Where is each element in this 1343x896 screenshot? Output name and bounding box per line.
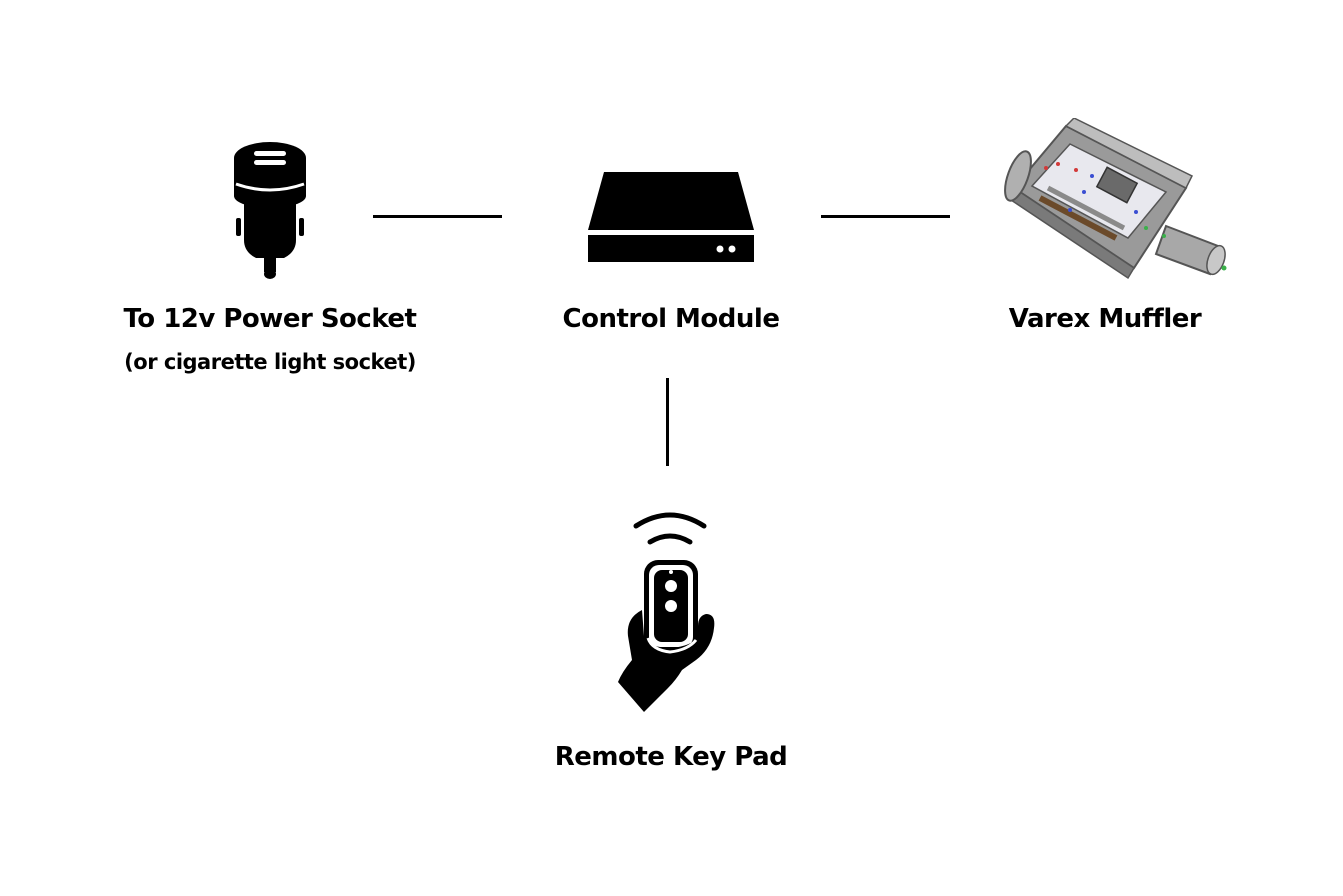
remote-key-pad-label: Remote Key Pad: [554, 742, 788, 772]
varex-muffler-label: Varex Muffler: [1008, 304, 1202, 334]
connector-control-to-remote: [666, 378, 669, 466]
power-socket-sublabel: (or cigarette light socket): [124, 350, 416, 374]
car-charger-icon: [234, 142, 306, 279]
control-box-icon: [588, 172, 754, 262]
hand-remote-icon: [618, 512, 715, 712]
control-module-label: Control Module: [562, 304, 780, 334]
connector-power-to-control: [373, 215, 502, 218]
connector-control-to-muffler: [821, 215, 950, 218]
muffler-cutaway-icon: [1004, 118, 1227, 280]
power-socket-label: To 12v Power Socket: [123, 304, 417, 334]
